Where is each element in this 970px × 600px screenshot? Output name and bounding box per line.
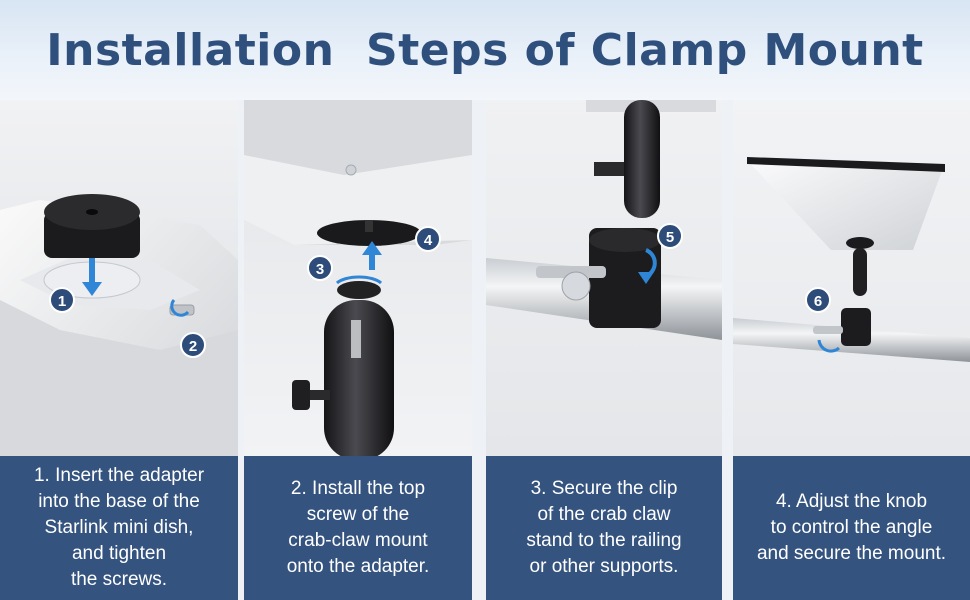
step-1-caption: 1. Insert the adapter into the base of t… <box>33 465 205 590</box>
step-badge-1: 1 <box>49 287 75 313</box>
svg-text:2: 2 <box>189 338 197 355</box>
step-3-caption-box: 3. Secure the clip of the crab claw stan… <box>486 456 722 600</box>
step-badge-6: 6 <box>805 287 831 313</box>
svg-text:3: 3 <box>316 261 324 278</box>
header: Installation Steps of Clamp Mount <box>0 0 970 100</box>
step-panel-2: 3 4 2. Install the top screw of the crab… <box>244 100 472 600</box>
step-2-caption-box: 2. Install the top screw of the crab-cla… <box>244 456 472 600</box>
divider <box>238 100 246 600</box>
step-1-caption-box: 1. Insert the adapter into the base of t… <box>0 456 238 600</box>
step-2-caption: 2. Install the top screw of the crab-cla… <box>286 478 430 577</box>
page-title: Installation Steps of Clamp Mount <box>46 24 924 76</box>
step-1-image: 1 2 <box>0 100 238 456</box>
step-panel-4: 6 4. Adjust the knob to control the angl… <box>733 100 970 600</box>
step-badge-4: 4 <box>415 226 441 252</box>
svg-text:6: 6 <box>814 293 822 310</box>
step-3-caption: 3. Secure the clip of the crab claw stan… <box>526 478 682 577</box>
step-4-caption-box: 4. Adjust the knob to control the angle … <box>733 456 970 600</box>
step-3-image: 5 <box>486 100 722 456</box>
step-badge-2: 2 <box>180 332 206 358</box>
step-4-image: 6 <box>733 100 970 456</box>
divider <box>472 100 486 600</box>
svg-text:4: 4 <box>424 232 433 249</box>
step-badge-3: 3 <box>307 255 333 281</box>
step-panel-1: 1 2 1. Insert the adapter into the base … <box>0 100 238 600</box>
svg-text:1: 1 <box>58 293 66 310</box>
svg-text:5: 5 <box>666 229 674 246</box>
step-panel-3: 5 3. Secure the clip of the crab claw st… <box>486 100 722 600</box>
divider <box>722 100 733 600</box>
step-2-image: 3 4 <box>244 100 472 456</box>
step-badge-5: 5 <box>657 223 683 249</box>
step-4-caption: 4. Adjust the knob to control the angle … <box>756 491 947 564</box>
